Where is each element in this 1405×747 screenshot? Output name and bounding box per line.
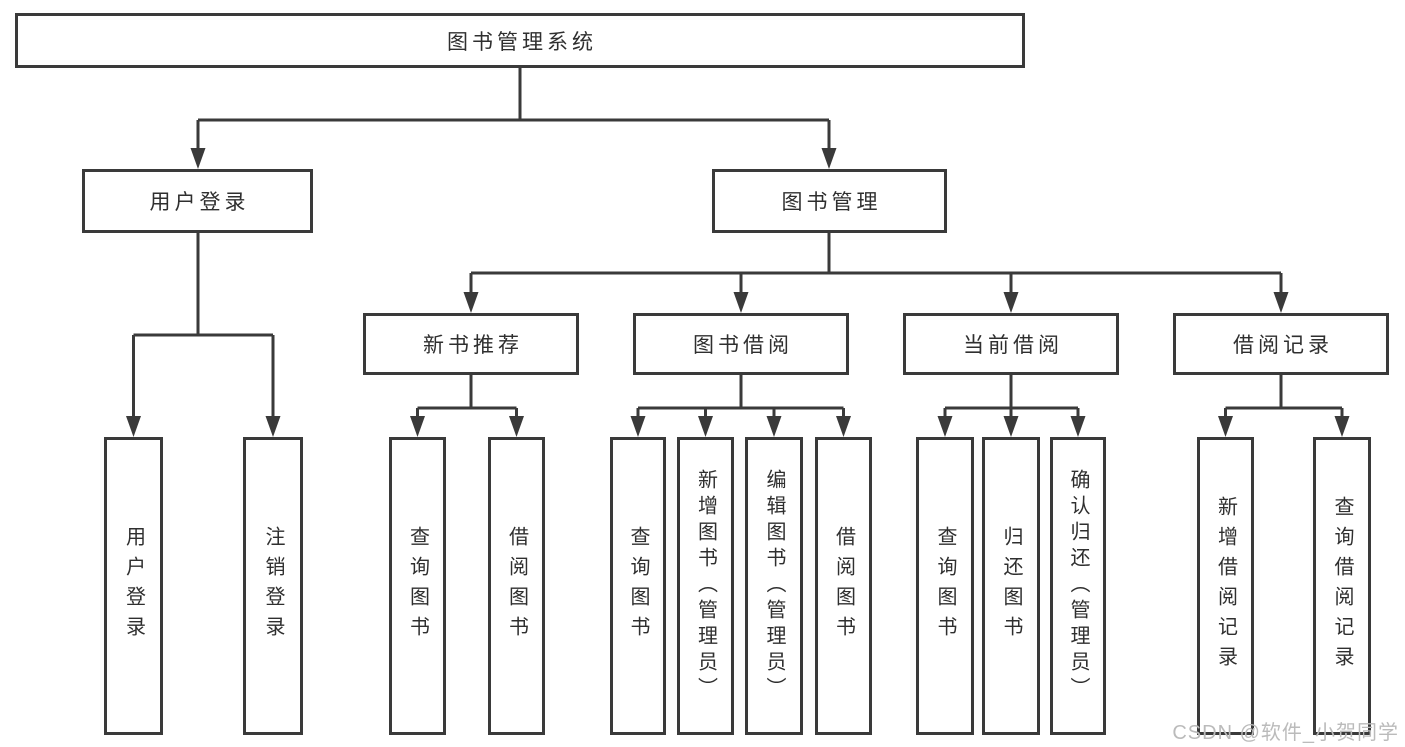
leaf-borrow-books-recommend: 借阅图书 <box>488 437 545 735</box>
connector-edges <box>132 68 1344 421</box>
watermark: CSDN @软件_小贺同学 <box>1172 722 1399 744</box>
leaf-logout: 注销登录 <box>243 437 303 735</box>
node-user-login: 用户登录 <box>82 169 313 233</box>
leaf-add-books-admin: 新增图书（管理员） <box>677 437 734 735</box>
leaf-user-login: 用户登录 <box>104 437 163 735</box>
leaf-confirm-return-admin: 确认归还（管理员） <box>1050 437 1106 735</box>
leaf-return-books: 归还图书 <box>982 437 1040 735</box>
node-book-management: 图书管理 <box>712 169 947 233</box>
node-borrow-records: 借阅记录 <box>1173 313 1389 375</box>
leaf-query-borrow-record: 查询借阅记录 <box>1313 437 1371 735</box>
leaf-query-books-current: 查询图书 <box>916 437 974 735</box>
node-root: 图书管理系统 <box>15 13 1025 68</box>
leaf-borrow-books: 借阅图书 <box>815 437 872 735</box>
node-current-borrow: 当前借阅 <box>903 313 1119 375</box>
leaf-query-books-borrow: 查询图书 <box>610 437 666 735</box>
arrowheads <box>126 148 1350 437</box>
leaf-query-books-recommend: 查询图书 <box>389 437 446 735</box>
leaf-edit-books-admin: 编辑图书（管理员） <box>745 437 803 735</box>
node-book-borrow: 图书借阅 <box>633 313 849 375</box>
leaf-add-borrow-record: 新增借阅记录 <box>1197 437 1254 735</box>
node-new-book-recommend: 新书推荐 <box>363 313 579 375</box>
